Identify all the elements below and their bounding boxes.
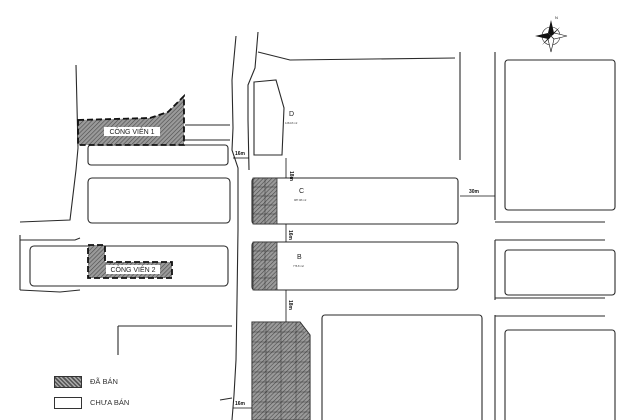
dimension-16m-bottom: 16m bbox=[233, 401, 252, 409]
svg-text:16m: 16m bbox=[235, 401, 246, 407]
block-c-outline bbox=[251, 177, 459, 225]
park-1-area[interactable] bbox=[77, 93, 185, 146]
dimension-16m-b: 16m bbox=[285, 224, 293, 242]
block-b-area: 776.8 m2 bbox=[293, 264, 304, 268]
svg-text:16m: 16m bbox=[287, 230, 293, 241]
legend-unsold-swatch bbox=[54, 397, 82, 409]
svg-text:18m: 18m bbox=[287, 300, 293, 311]
legend-unsold-label: CHƯA BÁN bbox=[90, 398, 130, 407]
sold-lots-b bbox=[252, 241, 278, 291]
sold-lots-c bbox=[252, 177, 278, 225]
block-c-letter: C bbox=[299, 188, 304, 195]
dimension-16m-top: 16m bbox=[233, 151, 249, 159]
compass-rose-icon: N bbox=[535, 15, 568, 53]
block-b-letter: B bbox=[297, 254, 302, 261]
dimension-18m-lower: 18m bbox=[285, 290, 293, 322]
dimension-18m-c: 18m bbox=[285, 158, 294, 182]
sold-lots-lower bbox=[251, 321, 311, 420]
block-c-area: 987.08 m2 bbox=[294, 198, 307, 202]
block-b-outline bbox=[251, 241, 459, 291]
svg-text:30m: 30m bbox=[469, 189, 480, 195]
park-2-label: CÔNG VIÊN 2 bbox=[110, 265, 155, 274]
block-d-outline bbox=[253, 79, 285, 156]
legend-sold-swatch bbox=[54, 376, 82, 388]
svg-text:N: N bbox=[555, 15, 558, 20]
park-1-label: CÔNG VIÊN 1 bbox=[109, 127, 154, 136]
dimension-30m: 30m bbox=[460, 189, 495, 197]
block-d-letter: D bbox=[289, 111, 294, 118]
svg-text:18m: 18m bbox=[288, 171, 294, 182]
block-d-area: 1264.8 m2 bbox=[285, 121, 298, 125]
legend-sold-label: ĐÃ BÁN bbox=[90, 377, 118, 386]
svg-text:16m: 16m bbox=[235, 151, 246, 157]
